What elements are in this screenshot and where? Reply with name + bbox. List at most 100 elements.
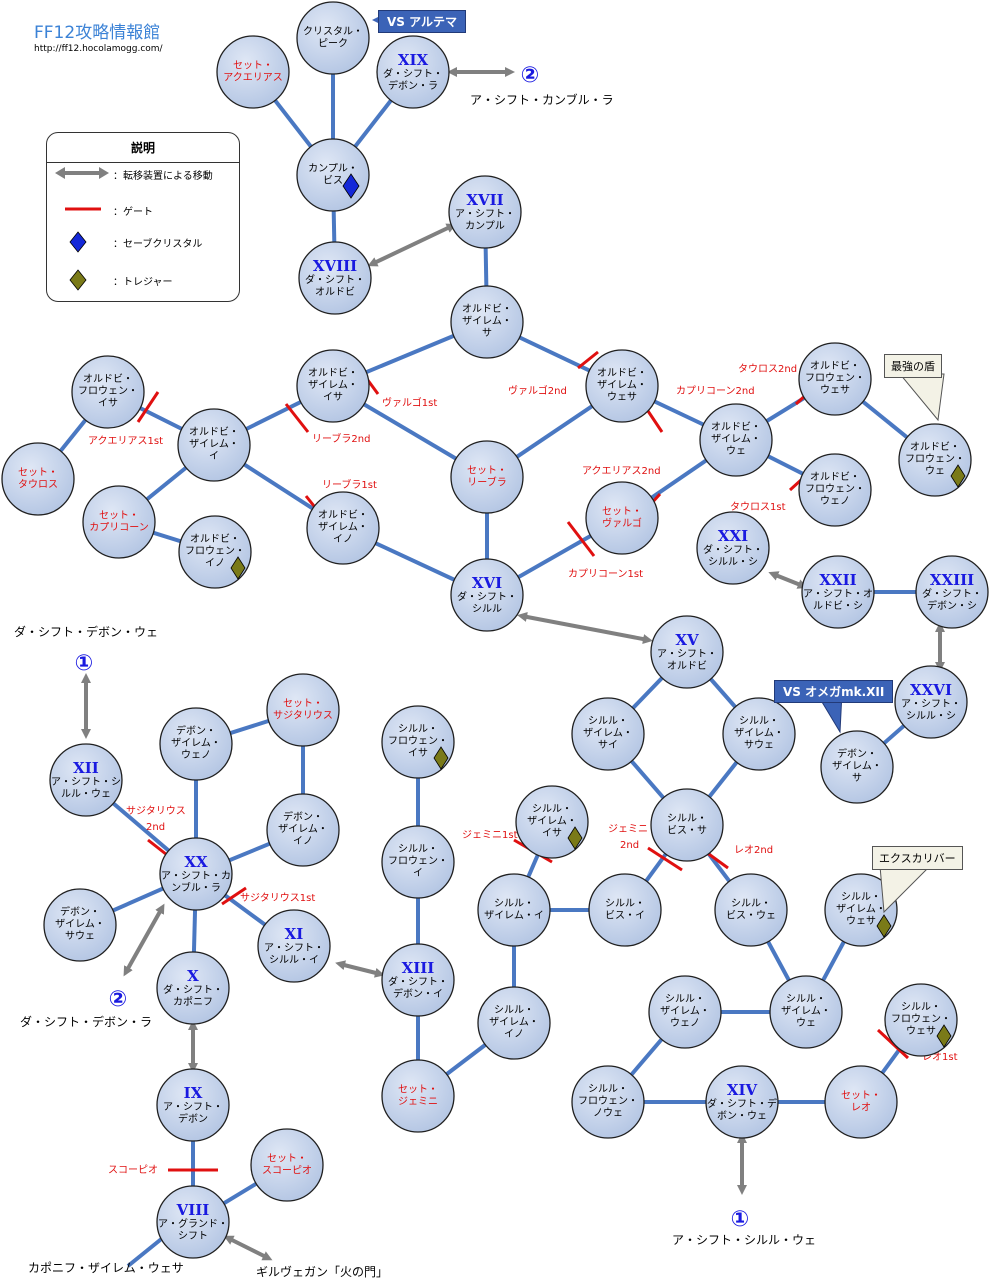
room-node-silur-furowen-uesa[interactable]: シルル・フロウェン・ウェサ (884, 983, 958, 1057)
room-node-xv[interactable]: XVア・シフト・オルドビ (650, 615, 724, 689)
room-label: シルル・ (841, 892, 881, 903)
teleport-arrow (223, 1235, 273, 1261)
room-node-crystal-peak[interactable]: クリスタル・ピーク (296, 1, 370, 75)
room-node-set-gemini[interactable]: セット・ジェミニ (381, 1059, 455, 1133)
room-node-ordovi-zairemu-isa[interactable]: オルドビ・ザイレム・イサ (296, 349, 370, 423)
room-node-ordovi-furowen-ino[interactable]: オルドビ・フロウェン・イノ (178, 515, 252, 589)
room-node-ordovi-zairemu-i[interactable]: オルドビ・ザイレム・イ (177, 408, 251, 482)
gate-line-icon (65, 207, 101, 211)
room-label: カンプル・ (308, 163, 358, 175)
room-label: デボン・シ (927, 599, 977, 612)
room-node-silur-zairemu-uesa[interactable]: シルル・ザイレム・ウェサ (824, 873, 898, 947)
room-node-silur-furowen-i[interactable]: シルル・フロウェン・イ (381, 825, 455, 899)
room-node-ordovi-zairemu-ue[interactable]: オルドビ・ザイレム・ウェ (699, 403, 773, 477)
room-node-silur-furowen-isa[interactable]: シルル・フロウェン・イサ (381, 705, 455, 779)
room-label: ア・シフト・ (657, 649, 717, 660)
room-node-set-sagittarius[interactable]: セット・サジタリウス (266, 673, 340, 747)
room-label: オルドビ・ (190, 533, 240, 545)
circled-number-2: ② (109, 987, 128, 1012)
room-node-x[interactable]: Xダ・シフト・カポニフ (156, 951, 230, 1025)
room-node-devon-zairemu-sa[interactable]: デボン・ザイレム・サ (820, 730, 894, 804)
room-circle (49, 743, 123, 817)
room-node-ix[interactable]: IXア・シフト・デボン (156, 1068, 230, 1142)
room-node-silur-bis-ue[interactable]: シルル・ビス・ウェ (714, 873, 788, 947)
extras-layer: ②ア・シフト・カンブル・ラダ・シフト・デボン・ウェ①②ダ・シフト・デボン・ラ①ア… (14, 16, 945, 1279)
room-node-silur-zairemu-isa[interactable]: シルル・ザイレム・イサ (515, 785, 589, 859)
room-node-silur-zairemu-saue[interactable]: シルル・ザイレム・サウェ (722, 697, 796, 771)
room-circle (588, 873, 662, 947)
room-number: XIV (727, 1081, 758, 1099)
room-node-silur-zairemu-ino[interactable]: シルル・ザイレム・イノ (477, 986, 551, 1060)
room-circle (824, 1065, 898, 1139)
room-node-set-taurus[interactable]: セット・タウロス (1, 442, 75, 516)
treasure-icon (230, 556, 246, 580)
room-label: ビス・ウェ (726, 910, 776, 922)
room-node-ordovi-furowen-isa[interactable]: オルドビ・フロウェン・イサ (71, 355, 145, 429)
room-label: オルドビ (315, 286, 355, 298)
room-label: ザイレム・ (527, 815, 577, 827)
room-node-silur-zairemu-i[interactable]: シルル・ザイレム・イ (477, 873, 551, 947)
room-label: オルドビ・ (462, 303, 512, 315)
room-circle (257, 909, 331, 983)
room-node-set-leo[interactable]: セット・レオ (824, 1065, 898, 1139)
room-node-ordovi-zairemu-ino[interactable]: オルドビ・ザイレム・イノ (306, 491, 380, 565)
room-circle (450, 440, 524, 514)
room-label: ピーク (318, 38, 348, 50)
room-node-ordovi-furowen-uesa[interactable]: オルドビ・フロウェン・ウェサ (798, 342, 872, 416)
room-label: フロウェン・ (805, 372, 865, 384)
room-node-xx[interactable]: XXア・シフト・カンブル・ラ (159, 837, 233, 911)
room-number: XVI (472, 574, 502, 592)
room-node-devon-zairemu-saue[interactable]: デボン・ザイレム・サウェ (43, 888, 117, 962)
room-node-silur-zairemu-ueno[interactable]: シルル・ザイレム・ウェノ (648, 975, 722, 1049)
room-node-ordovi-zairemu-uesa[interactable]: オルドビ・ザイレム・ウェサ (585, 349, 659, 423)
room-label: オルドビ・ (83, 373, 133, 385)
room-node-devon-zairemu-ueno[interactable]: デボン・ザイレム・ウェノ (159, 707, 233, 781)
gate-label: アクエリアス2nd (582, 465, 661, 477)
room-node-set-capricorn[interactable]: セット・カプリコーン (82, 485, 156, 559)
room-node-set-aquarius[interactable]: セット・アクエリアス (216, 35, 290, 109)
room-circle (216, 35, 290, 109)
room-number: XXI (718, 527, 748, 545)
room-node-set-libra[interactable]: セット・リーブラ (450, 440, 524, 514)
room-node-ordovi-furowen-ueno[interactable]: オルドビ・フロウェン・ウェノ (798, 453, 872, 527)
excalibur-pointer (879, 865, 932, 914)
room-node-ordovi-zairemu-sa[interactable]: オルドビ・ザイレム・サ (450, 285, 524, 359)
room-circle (177, 408, 251, 482)
room-node-silur-zairemu-sai[interactable]: シルル・ザイレム・サイ (571, 697, 645, 771)
room-node-silur-furowen-nowe[interactable]: シルル・フロウェン・ノウェ (571, 1065, 645, 1139)
room-number: XV (675, 631, 699, 649)
room-label: ザイレム・ (171, 737, 221, 749)
gate-label: ヴァルゴ2nd (508, 384, 567, 397)
teleport-arrow (768, 571, 808, 589)
ultima-callout: VS アルテマ (378, 10, 466, 33)
room-node-xi[interactable]: XIア・シフト・シルル・イ (257, 909, 331, 983)
room-node-silur-bis-i[interactable]: シルル・ビス・イ (588, 873, 662, 947)
room-node-set-virgo[interactable]: セット・ヴァルゴ (585, 481, 659, 555)
room-node-ordovi-furowen-ue[interactable]: オルドビ・フロウェン・ウェ (898, 423, 972, 497)
teleport-arrow (123, 903, 165, 977)
room-node-silur-zairemu-ue[interactable]: シルル・ザイレム・ウェ (769, 975, 843, 1049)
room-circle (296, 1, 370, 75)
room-number: XXII (819, 571, 856, 589)
room-node-set-scorpio[interactable]: セット・スコーピオ (250, 1128, 324, 1202)
room-label: ダ・シフト・ (163, 983, 223, 996)
room-node-silur-bis-sa[interactable]: シルル・ビス・サ (650, 788, 724, 862)
gate-line (876, 1028, 910, 1060)
save-crystal-icon (69, 231, 87, 253)
room-node-devon-zairemu-ino[interactable]: デボン・ザイレム・イノ (266, 793, 340, 867)
gate-label: アクエリアス1st (88, 435, 163, 447)
room-node-kanpuru-bis[interactable]: カンプル・ビス (296, 138, 370, 212)
treasure-icon (433, 746, 449, 770)
